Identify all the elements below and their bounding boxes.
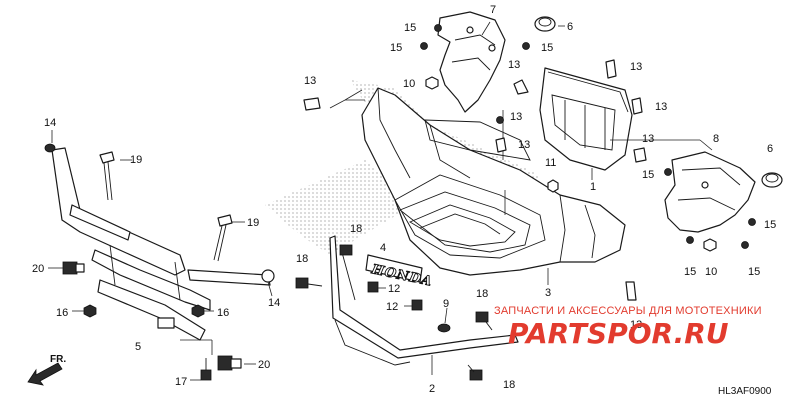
bolt-18-a (339, 244, 353, 256)
grommet-9 (437, 323, 451, 333)
callout-15-e: 15 (764, 219, 776, 231)
callout-14-middle: 14 (268, 297, 280, 309)
nut-10-top (425, 76, 439, 90)
callout-18-c: 18 (476, 288, 488, 300)
screws-15-top (420, 24, 530, 124)
callout-2: 2 (429, 383, 435, 395)
callout-10-top: 10 (403, 78, 415, 90)
bolt-20-left (62, 261, 85, 275)
callout-13-g: 13 (518, 139, 530, 151)
callout-7: 7 (490, 4, 496, 16)
callout-15-g: 15 (748, 266, 760, 278)
callout-13-f: 13 (510, 111, 522, 123)
callout-15-c: 15 (541, 42, 553, 54)
callout-19-left: 19 (130, 154, 142, 166)
bolt-19-middle (213, 214, 233, 262)
callout-13-d: 13 (655, 101, 667, 113)
screws-15-right (664, 168, 756, 249)
callout-1: 1 (590, 181, 596, 193)
bolt-20-bottom (217, 355, 242, 371)
bolt-19-left (99, 151, 115, 201)
watermark: ЗАПЧАСТИ И АКСЕССУАРЫ ДЛЯ МОТОТЕХНИКИ PA… (494, 305, 762, 350)
bolt-18-c (475, 311, 493, 331)
callout-3: 3 (545, 287, 551, 299)
front-grille (361, 87, 626, 276)
collar-14-middle (261, 269, 275, 283)
clip-12-b (411, 299, 423, 311)
callout-6-top: 6 (567, 21, 573, 33)
callout-13-h: 13 (630, 319, 642, 331)
front-direction-marker: FR. (27, 354, 66, 386)
side-bracket-right (664, 151, 756, 233)
callout-13-a: 13 (304, 75, 316, 87)
callout-18-d: 18 (503, 379, 515, 391)
bolt-18-b (295, 277, 323, 289)
bolt-17 (200, 358, 212, 381)
clips-13 (303, 59, 647, 301)
grommet-top (534, 16, 556, 32)
callout-13-c: 13 (630, 61, 642, 73)
callout-19-middle: 19 (247, 217, 259, 229)
callout-18-b: 18 (296, 253, 308, 265)
callout-16-left: 16 (56, 307, 68, 319)
upper-bracket-left (437, 11, 506, 113)
collar-14-left (44, 143, 56, 153)
callout-16-right: 16 (217, 307, 229, 319)
callout-17: 17 (175, 376, 187, 388)
callout-9: 9 (443, 298, 449, 310)
front-guard-pipe (51, 147, 271, 341)
callout-4: 4 (380, 242, 386, 254)
callout-6-right: 6 (767, 143, 773, 155)
callout-8: 8 (713, 133, 719, 145)
callout-18-a: 18 (350, 223, 362, 235)
callout-15-b: 15 (390, 42, 402, 54)
callout-15-a: 15 (404, 22, 416, 34)
watermark-logo: PARTSPOR.RU (508, 317, 729, 350)
callout-20-left: 20 (32, 263, 44, 275)
diagram-code: HL3AF0900 (718, 386, 772, 397)
callout-labels: 2 3 4 5 6 6 7 8 9 10 10 11 12 12 13 13 1… (32, 4, 776, 395)
clip-12-a (367, 281, 379, 293)
callout-12-b: 12 (386, 301, 398, 313)
callout-5: 5 (135, 341, 141, 353)
nut-10-right (703, 238, 717, 252)
callout-15-f: 15 (684, 266, 696, 278)
callout-10-right: 10 (705, 266, 717, 278)
callout-15-d: 15 (642, 169, 654, 181)
air-duct-box (539, 67, 633, 171)
grommet-right (761, 172, 783, 188)
callout-20-bottom: 20 (258, 359, 270, 371)
nut-16-left (83, 304, 97, 318)
direction-marker-text: FR. (50, 354, 66, 365)
leader-lines (48, 21, 713, 381)
callout-13-e: 13 (642, 133, 654, 145)
watermark-caption: ЗАПЧАСТИ И АКСЕССУАРЫ ДЛЯ МОТОТЕХНИКИ (494, 305, 762, 317)
bolt-18-d (467, 364, 483, 381)
nut-16-right (191, 304, 205, 318)
callout-14-left: 14 (44, 117, 56, 129)
nut-11 (547, 179, 559, 193)
callout-12-a: 12 (388, 283, 400, 295)
callout-11: 11 (545, 157, 556, 169)
callout-13-b: 13 (508, 59, 520, 71)
